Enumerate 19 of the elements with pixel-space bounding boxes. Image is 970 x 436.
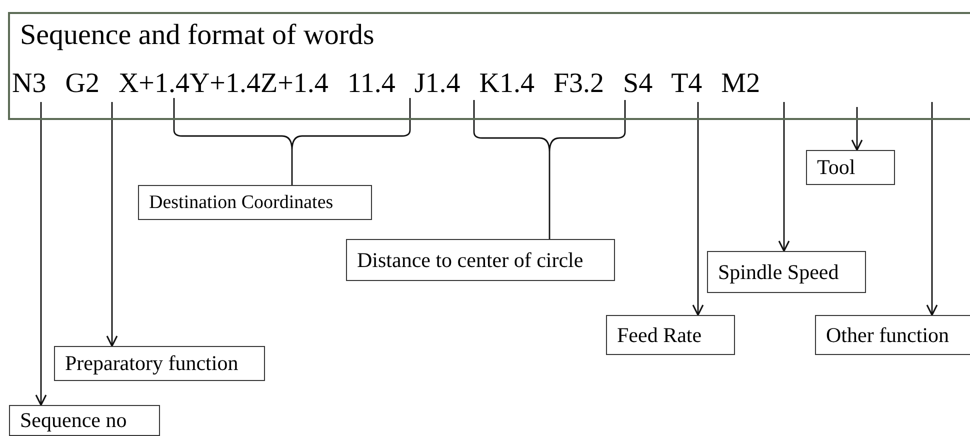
leader-arrow (106, 102, 118, 347)
label-box: Tool (806, 150, 895, 185)
code-line: N3 G2 X+1.4Y+1.4Z+1.4 11.4 J1.4 K1.4 F3.2 S4 T4 M2 (12, 68, 760, 100)
label-box: Preparatory function (54, 346, 265, 381)
leader-arrow (926, 102, 938, 316)
label-box: Sequence no (9, 405, 160, 436)
brace-leader-line (173, 97, 411, 186)
brace-leader-line (473, 99, 626, 240)
panel-title: Sequence and format of words (20, 18, 374, 52)
leader-arrow (692, 102, 704, 316)
label-box: Feed Rate (606, 315, 735, 355)
label-box: Other function (815, 315, 970, 355)
leader-arrow (778, 102, 790, 252)
label-box: Spindle Speed (707, 251, 866, 293)
label-box: Destination Coordinates (138, 185, 372, 220)
label-box: Distance to center of circle (346, 239, 615, 281)
code-panel (8, 12, 970, 120)
leader-arrow (851, 107, 863, 151)
leader-arrow (35, 102, 47, 406)
